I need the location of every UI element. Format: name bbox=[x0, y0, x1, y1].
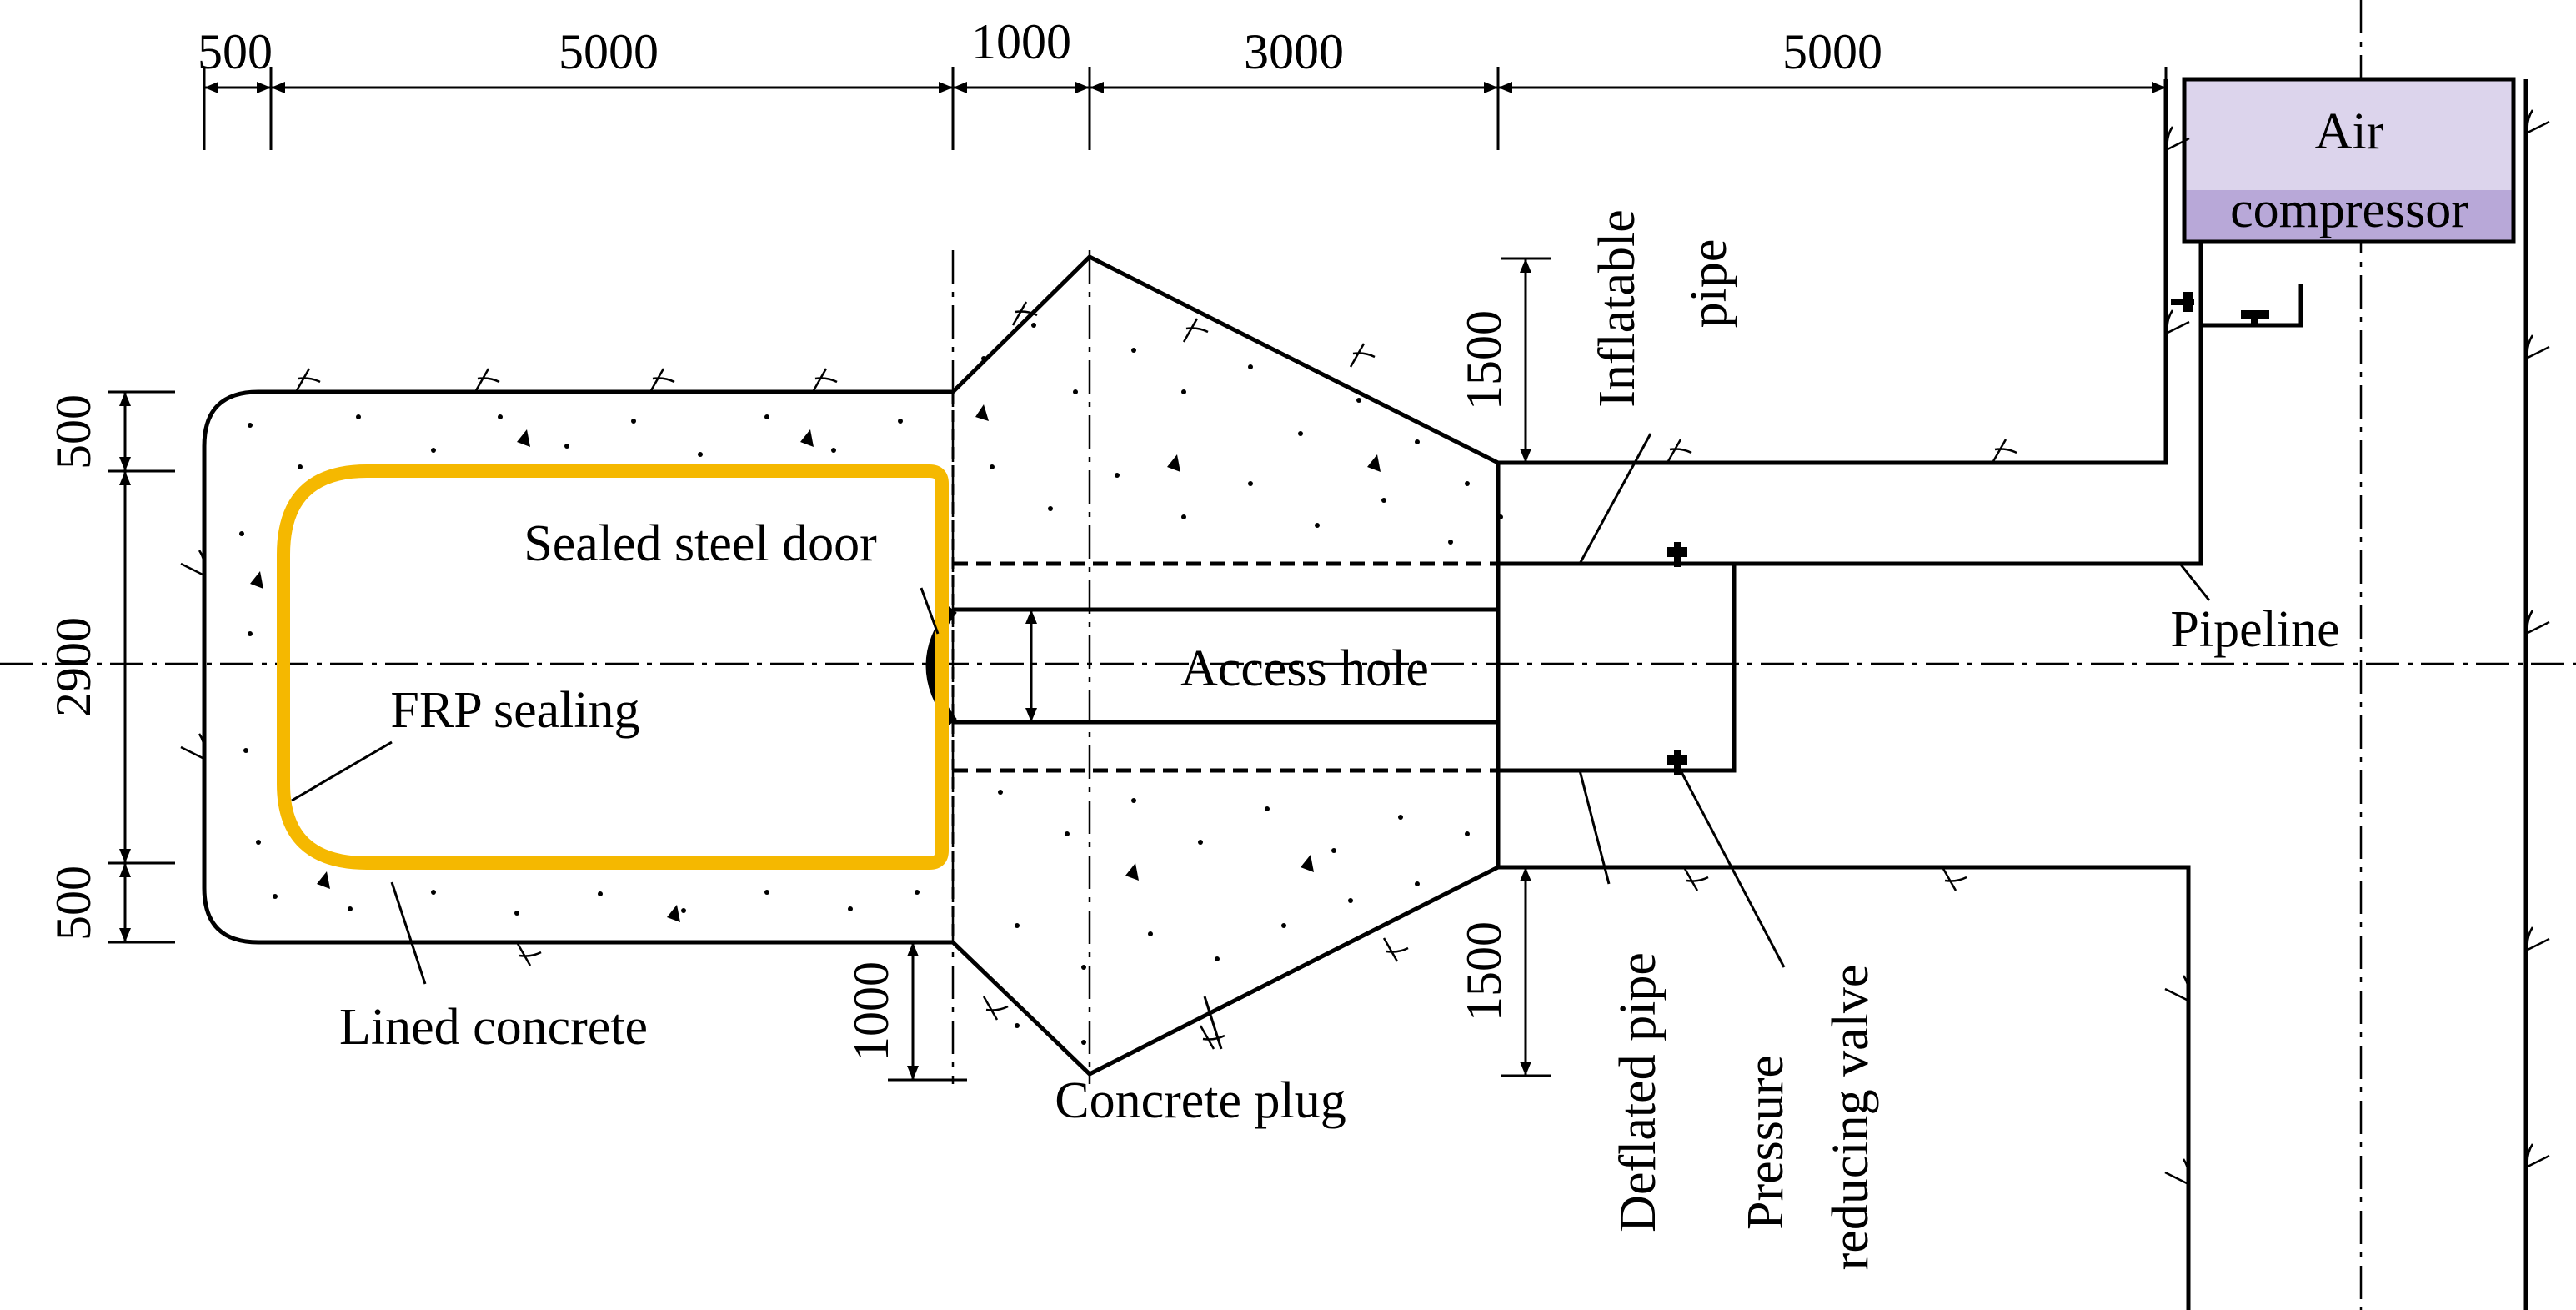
right-tunnel bbox=[1498, 79, 2528, 1310]
pressure-valve-label-2: reducing valve bbox=[1822, 965, 1879, 1271]
access-hole bbox=[953, 561, 1498, 773]
dim-bottom-left: 1000 bbox=[844, 961, 899, 1062]
dim-top-3: 1000 bbox=[971, 14, 1071, 69]
deflated-pipe-label: Deflated pipe bbox=[1610, 952, 1666, 1232]
dim-plug-bottom: 1500 bbox=[1456, 921, 1511, 1021]
frp-sealing bbox=[277, 464, 949, 870]
plug-dimension-lines bbox=[888, 257, 1551, 1082]
air-compressor-label-2: compressor bbox=[2230, 182, 2468, 238]
inflatable-pipe-label-1: Inflatable bbox=[1589, 209, 1646, 408]
pipeline-label: Pipeline bbox=[2170, 601, 2339, 658]
dim-left-1: 500 bbox=[46, 394, 101, 469]
lined-concrete-label: Lined concrete bbox=[339, 999, 648, 1056]
dim-left-2: 2900 bbox=[46, 617, 101, 717]
top-dimension-lines bbox=[203, 67, 2168, 150]
access-hole-label: Access hole bbox=[1180, 640, 1429, 697]
concrete-texture bbox=[239, 323, 1503, 1045]
dim-top-4: 3000 bbox=[1244, 24, 1344, 79]
air-compressor-label-1: Air bbox=[2315, 103, 2384, 160]
dim-plug-top: 1500 bbox=[1456, 310, 1511, 410]
leader-lines bbox=[291, 433, 2211, 1050]
dim-top-2: 5000 bbox=[559, 24, 659, 79]
concrete-plug-outline bbox=[951, 253, 1501, 1077]
valve-markers bbox=[1667, 292, 2269, 775]
pressure-valve-label-1: Pressure bbox=[1737, 1055, 1794, 1230]
frp-sealing-label: FRP sealing bbox=[390, 682, 639, 739]
inflatable-pipe-label-2: pipe bbox=[1681, 239, 1737, 329]
air-compressor bbox=[2182, 77, 2516, 244]
lined-concrete-outline bbox=[202, 389, 953, 945]
concrete-plug-label: Concrete plug bbox=[1055, 1072, 1346, 1129]
sealed-steel-door-label: Sealed steel door bbox=[524, 515, 877, 572]
pipe-chamber bbox=[1498, 242, 2203, 773]
rock-hatching bbox=[180, 109, 2550, 1186]
dim-left-3: 500 bbox=[46, 866, 101, 941]
compressor-bracket bbox=[2201, 284, 2303, 328]
dim-top-5: 5000 bbox=[1782, 24, 1882, 79]
dim-top-1: 500 bbox=[198, 24, 273, 79]
left-dimension-lines bbox=[108, 390, 175, 944]
